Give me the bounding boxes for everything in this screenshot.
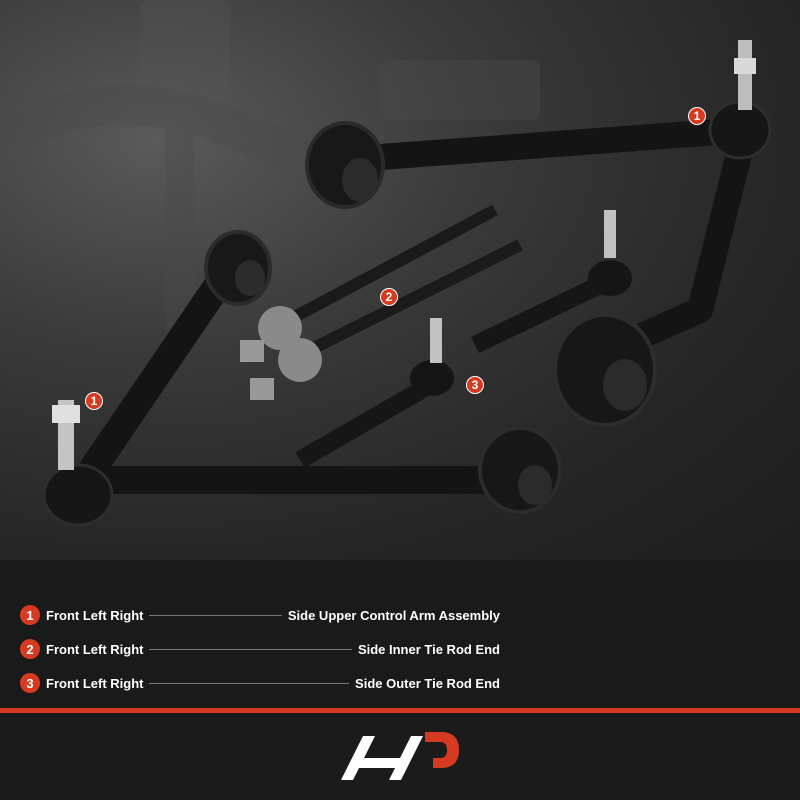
outer-tie-rod-ends xyxy=(295,210,632,468)
legend-number: 1 xyxy=(20,605,40,625)
callout-3: 3 xyxy=(466,376,484,394)
accent-divider xyxy=(0,708,800,713)
legend-position: Front Left Right xyxy=(46,641,144,657)
legend-position: Front Left Right xyxy=(46,607,144,623)
legend-part-name: Side Inner Tie Rod End xyxy=(357,641,500,657)
suspension-parts-illustration xyxy=(0,0,772,527)
leader-line xyxy=(149,682,350,684)
legend-number: 2 xyxy=(20,639,40,659)
inner-tie-rods xyxy=(240,204,523,400)
callout-1-right: 1 xyxy=(688,107,706,125)
leader-line xyxy=(149,614,282,616)
legend-row-2: 2 Front Left Right Side Inner Tie Rod En… xyxy=(20,638,500,660)
right-upper-control-arm xyxy=(305,40,772,427)
footer-band xyxy=(0,713,800,800)
callout-2: 2 xyxy=(380,288,398,306)
legend-row-1: 1 Front Left Right Side Upper Control Ar… xyxy=(20,604,500,626)
parts-legend: 1 Front Left Right Side Upper Control Ar… xyxy=(20,604,500,706)
legend-row-3: 3 Front Left Right Side Outer Tie Rod En… xyxy=(20,672,500,694)
legend-number: 3 xyxy=(20,673,40,693)
left-upper-control-arm xyxy=(42,230,562,527)
product-photo: 1 2 3 1 xyxy=(0,0,800,560)
legend-position: Front Left Right xyxy=(46,675,144,691)
legend-part-name: Side Upper Control Arm Assembly xyxy=(287,607,500,623)
callout-1-left: 1 xyxy=(85,392,103,410)
leader-line xyxy=(149,648,352,650)
brand-logo-icon xyxy=(341,732,459,780)
legend-part-name: Side Outer Tie Rod End xyxy=(355,675,500,691)
